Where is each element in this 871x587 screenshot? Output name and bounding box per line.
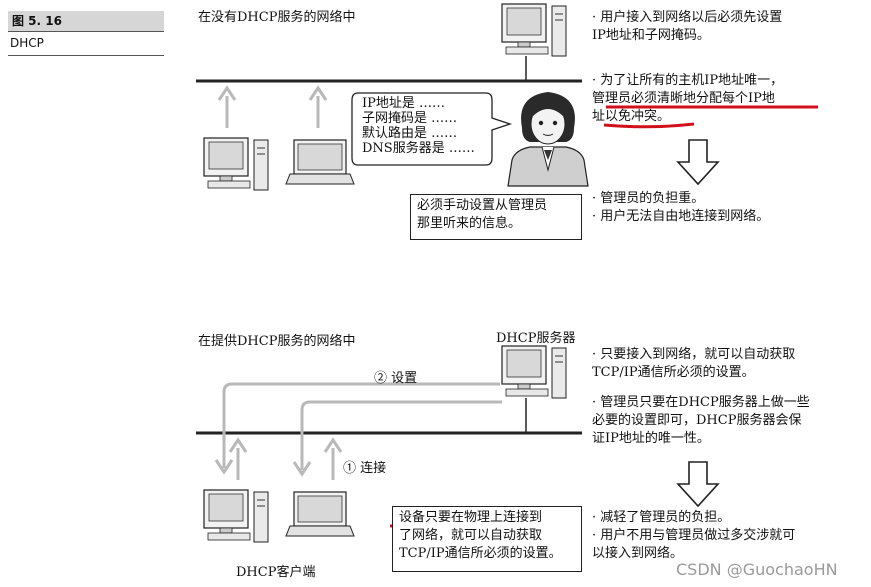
laptop-client-top xyxy=(285,139,355,185)
bullet-line: · 减轻了管理员的负担。 xyxy=(592,510,731,525)
bubble-line: DNS服务器是 …… xyxy=(362,141,475,156)
top-bullet-3: · 管理员的负担重。 · 用户无法自由地连接到网络。 xyxy=(592,190,769,226)
figure-number: 图 5. 16 xyxy=(8,11,164,31)
laptop-client-bottom xyxy=(285,491,355,537)
bullet-line: 管理员必须清晰地分配每个IP地 xyxy=(592,91,775,106)
bottom-section-title: 在提供DHCP服务的网络中 xyxy=(198,334,356,349)
bullet-line: 必要的设置即可，DHCP服务器会保 xyxy=(592,413,802,428)
watermark: CSDN @GuochaoHN xyxy=(676,560,838,579)
dhcp-server xyxy=(501,345,567,399)
top-bullet-1: · 用户接入到网络以后必须先设置 IP地址和子网掩码。 xyxy=(592,9,782,45)
note-line: 设备只要在物理上连接到 xyxy=(399,510,543,525)
manual-setup-note: 必须手动设置从管理员 那里听来的信息。 xyxy=(410,194,582,240)
desktop-client-bottom xyxy=(203,489,269,543)
desktop-client-top xyxy=(203,137,269,191)
bullet-line: IP地址和子网掩码。 xyxy=(592,28,710,43)
bullet-line: 址以免冲突。 xyxy=(592,109,671,124)
bullet-line: TCP/IP通信所必须的设置。 xyxy=(592,365,755,380)
up-arrow-2-bottom xyxy=(323,438,343,482)
bullet-line: · 只要接入到网络，就可以自动获取 xyxy=(592,347,796,362)
bullet-line: · 管理员的负担重。 xyxy=(592,191,705,206)
bullet-line: · 用户接入到网络以后必须先设置 xyxy=(592,10,783,25)
note-line: 那里听来的信息。 xyxy=(417,216,522,231)
set-flow-path xyxy=(222,382,500,468)
bullet-line: 证IP地址的唯一性。 xyxy=(592,431,710,446)
bubble-line: 默认路由是 …… xyxy=(362,126,458,141)
dhcp-server-label: DHCP服务器 xyxy=(496,331,576,346)
administrator-figure xyxy=(507,92,589,187)
top-section-title: 在没有DHCP服务的网络中 xyxy=(198,10,356,25)
note-line: 了网络，就可以自动获取 xyxy=(399,528,543,543)
bullet-line: · 用户无法自由地连接到网络。 xyxy=(592,209,770,224)
bullet-line: 以接入到网络。 xyxy=(592,546,684,561)
server-top xyxy=(501,3,567,57)
figure-rule-bottom xyxy=(8,55,164,56)
dhcp-client-label: DHCP客户端 xyxy=(236,565,316,580)
note-line: TCP/IP通信所必须的设置。 xyxy=(399,546,562,561)
step-set-label: ② 设置 xyxy=(374,371,418,386)
bubble-line: 子网掩码是 …… xyxy=(362,111,458,126)
bubble-text: IP地址是 …… 子网掩码是 …… 默认路由是 …… DNS服务器是 …… xyxy=(362,96,475,156)
bullet-line: · 管理员只要在DHCP服务器上做一些 xyxy=(592,395,810,410)
bottom-bullet-3: · 减轻了管理员的负担。 · 用户不用与管理员做过多交涉就可 以接入到网络。 xyxy=(592,509,795,563)
top-bullet-2: · 为了让所有的主机IP地址唯一， 管理员必须清晰地分配每个IP地 址以免冲突。 xyxy=(592,72,783,126)
up-arrow-2-top xyxy=(308,86,328,130)
bottom-bullet-2: · 管理员只要在DHCP服务器上做一些 必要的设置即可，DHCP服务器会保 证I… xyxy=(592,394,810,448)
bullet-line: · 用户不用与管理员做过多交涉就可 xyxy=(592,528,796,543)
auto-setup-note: 设备只要在物理上连接到 了网络，就可以自动获取 TCP/IP通信所必须的设置。 xyxy=(392,506,582,572)
bottom-bullet-1: · 只要接入到网络，就可以自动获取 TCP/IP通信所必须的设置。 xyxy=(592,346,795,382)
bullet-line: · 为了让所有的主机IP地址唯一， xyxy=(592,73,784,88)
note-line: 必须手动设置从管理员 xyxy=(417,198,548,213)
underline-2 xyxy=(603,122,695,129)
big-down-arrow-bottom xyxy=(677,461,719,507)
bubble-line: IP地址是 …… xyxy=(362,96,446,111)
up-arrow-1-top xyxy=(217,86,237,130)
figure-caption: DHCP xyxy=(10,36,44,50)
big-down-arrow-top xyxy=(677,139,719,185)
step-connect-label: ① 连接 xyxy=(343,461,387,476)
figure-rule xyxy=(8,31,164,32)
speech-bubble xyxy=(351,92,513,166)
connect-flow-path xyxy=(300,400,502,470)
up-arrow-1-bottom xyxy=(228,438,248,482)
